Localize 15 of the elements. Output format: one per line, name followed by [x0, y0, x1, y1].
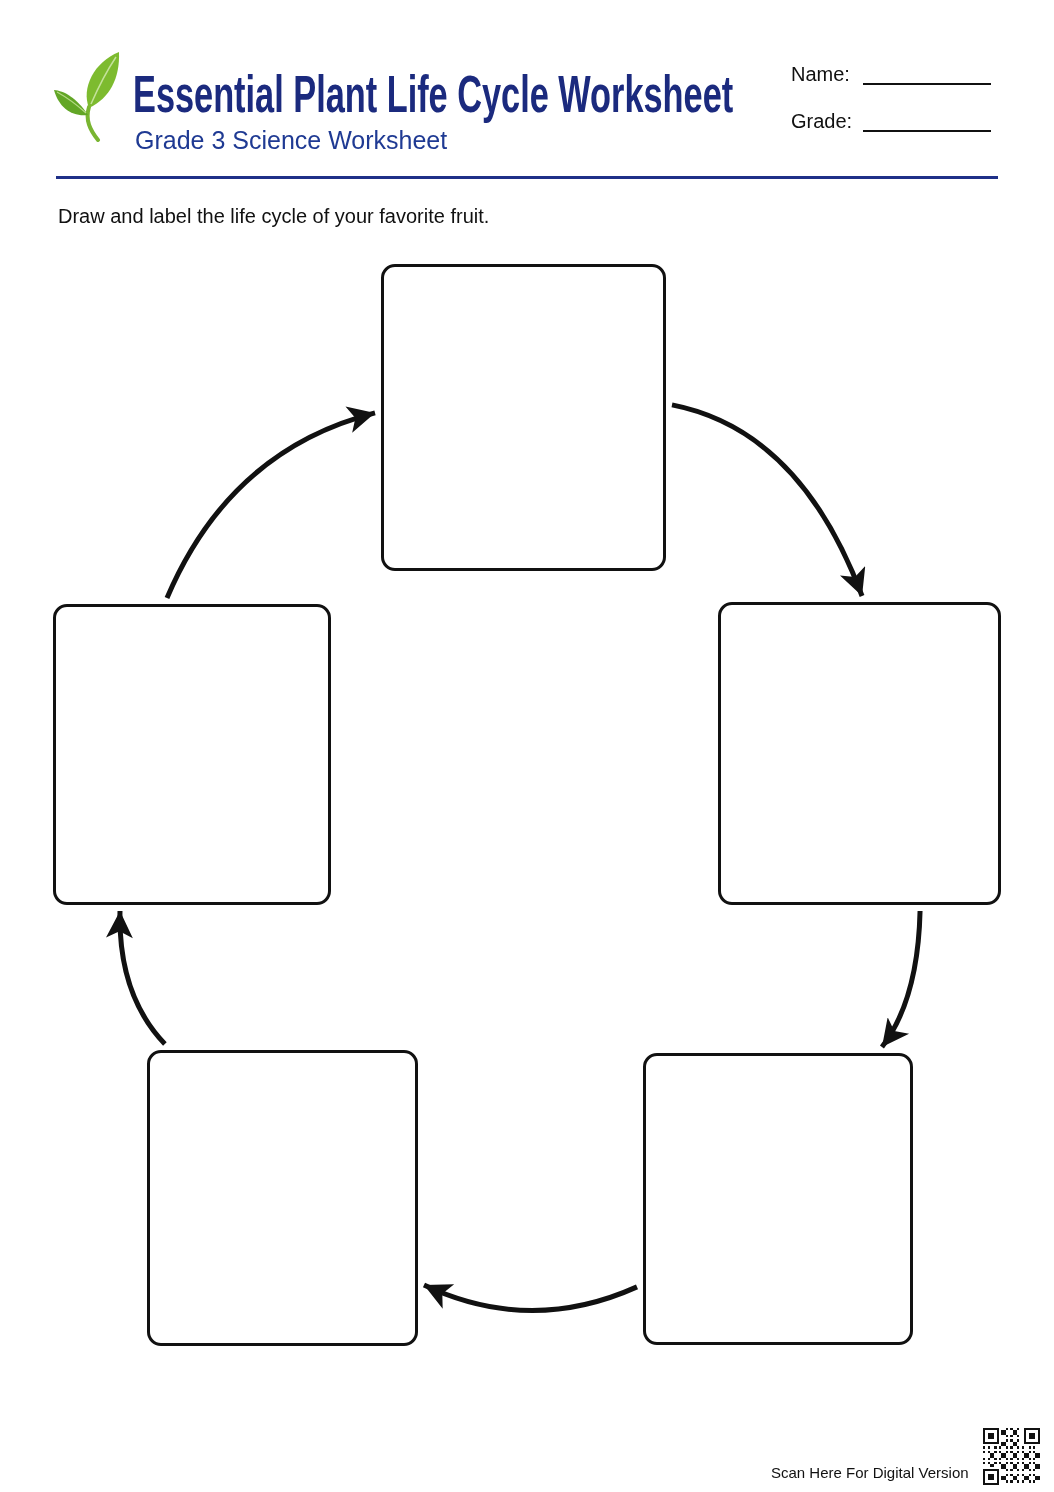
curved-arrow [164, 407, 376, 600]
empty-drawing-box [147, 1050, 418, 1346]
empty-drawing-box [53, 604, 331, 905]
curved-arrow [671, 402, 865, 597]
subtitle: Grade 3 Science Worksheet [135, 128, 448, 153]
scan-caption: Scan Here For Digital Version [771, 1465, 969, 1480]
empty-drawing-box [643, 1053, 913, 1345]
curved-arrow [423, 1282, 638, 1313]
field-label: Grade: [791, 111, 853, 131]
empty-drawing-box [381, 264, 666, 571]
field-label: Name: [791, 64, 850, 84]
instruction-text: Draw and label the life cycle of your favorite fruit. [58, 206, 490, 226]
curved-arrow [106, 911, 167, 1046]
curved-arrow [879, 910, 923, 1049]
empty-drawing-box [718, 602, 1001, 905]
